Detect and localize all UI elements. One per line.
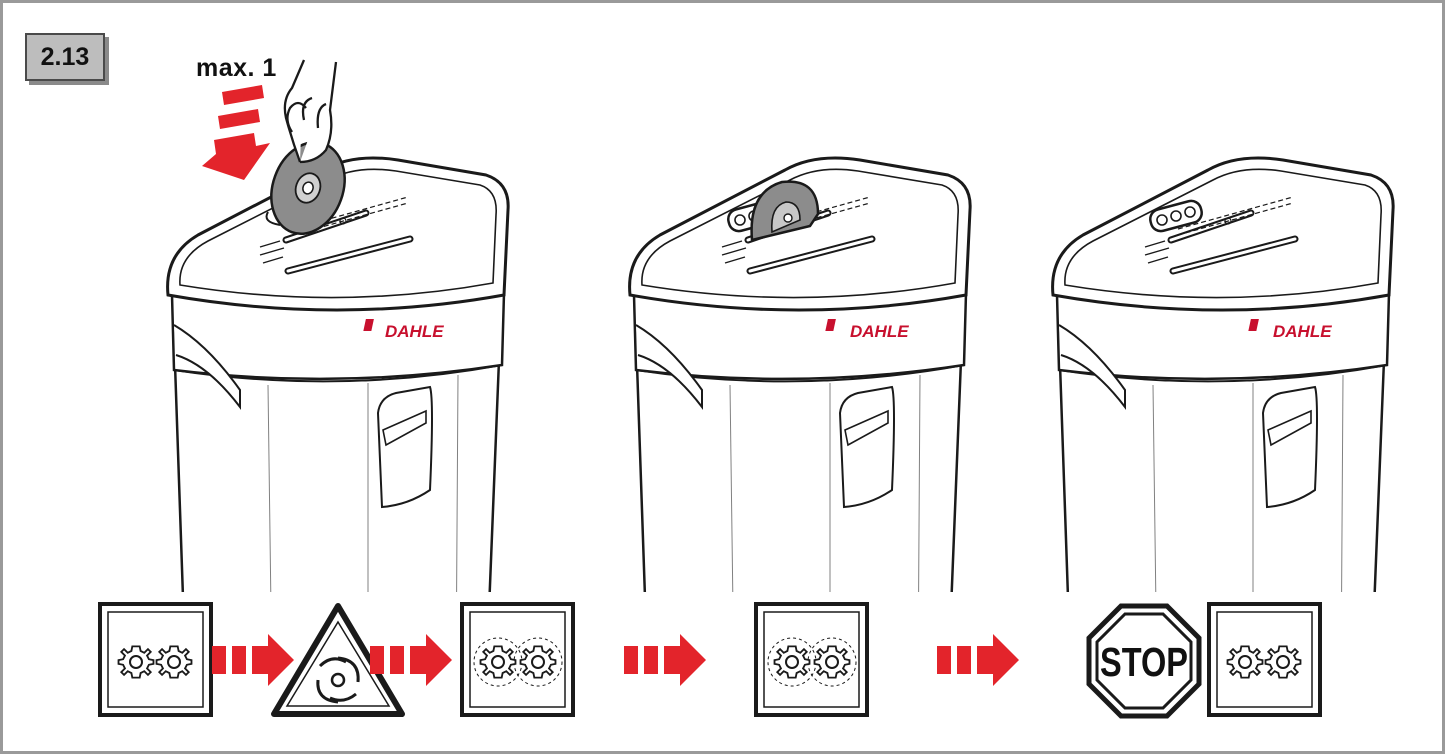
gears-idle-icon	[98, 602, 213, 717]
gears-running-icon	[460, 602, 575, 717]
cd-disc-partially-shredded	[750, 180, 820, 242]
control-buttons	[1149, 199, 1203, 233]
panel-inserting-cd: DAHLE	[168, 59, 509, 697]
gears-stopped-icon	[1207, 602, 1322, 717]
gears-running-icon	[754, 602, 869, 717]
cd-disc	[265, 140, 346, 236]
brand-logo-text: DAHLE	[385, 322, 444, 341]
panel-shredding-complete: DAHLE	[1053, 158, 1394, 697]
brand-logo-text: DAHLE	[1273, 322, 1332, 341]
stop-sign-text: STOP	[1100, 639, 1188, 685]
insert-direction-arrow	[202, 85, 270, 180]
brand-logo-text: DAHLE	[850, 322, 909, 341]
panel-shredding-cd: DAHLE	[630, 158, 971, 697]
hand-drawing	[283, 59, 338, 164]
step-number-label: 2.13	[25, 33, 105, 81]
stop-sign-icon: STOP	[1086, 603, 1202, 719]
max-quantity-label: max. 1	[196, 54, 277, 82]
